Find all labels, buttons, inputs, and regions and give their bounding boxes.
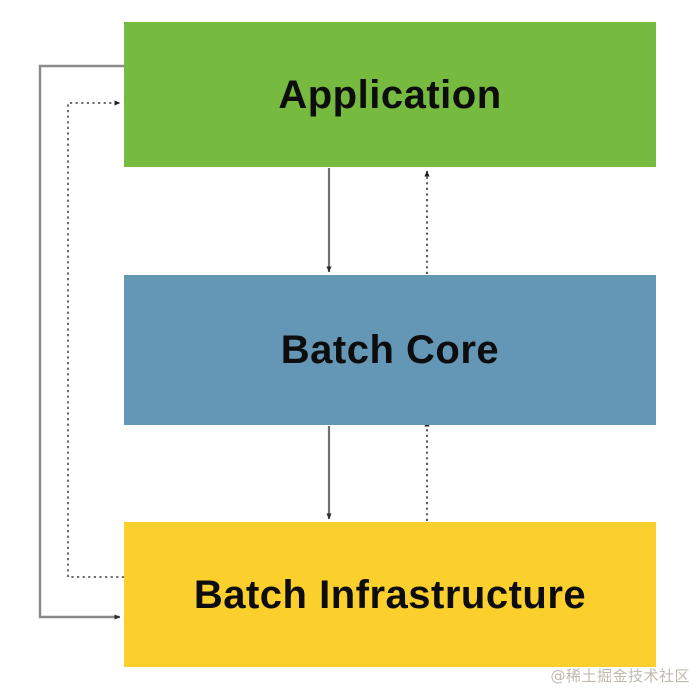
layer-label-application: Application (278, 72, 502, 117)
connector-application-to-batch-infrastructure-bracket (38, 64, 124, 620)
watermark-text: @稀土掘金技术社区 (550, 667, 690, 685)
layer-box-batch-infrastructure[interactable]: Batch Infrastructure (124, 522, 656, 667)
layer-box-application[interactable]: Application (124, 22, 656, 167)
layer-box-batch-core[interactable]: Batch Core (124, 275, 656, 425)
connector-batch-infrastructure-to-application-bracket (67, 100, 124, 578)
layer-label-batch-core: Batch Core (280, 328, 500, 372)
layer-label-batch-infrastructure: Batch Infrastructure (193, 572, 587, 617)
